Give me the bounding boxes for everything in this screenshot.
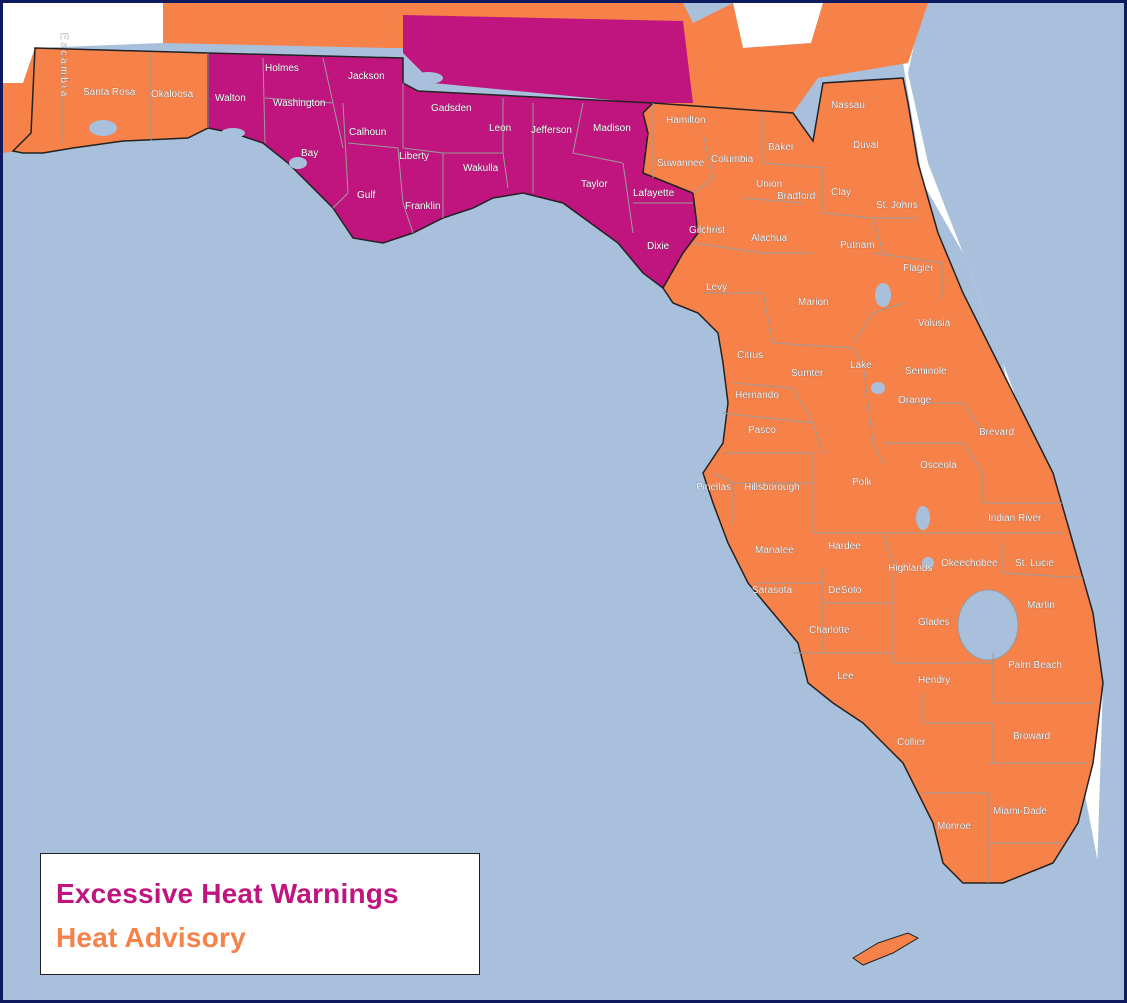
bay-water-pensacola [89,120,117,136]
county-label-hernando: Hernando [735,390,779,401]
county-label-okaloosa: Okaloosa [151,89,194,100]
county-label-highlands: Highlands [888,563,932,574]
county-label-palm-beach: Palm Beach [1008,660,1062,671]
advisory-alabama-band [163,3,388,48]
county-label-columbia: Columbia [711,154,754,165]
county-label-marion: Marion [798,297,829,308]
county-label-levy: Levy [706,282,727,293]
bay-water-choctaw [221,128,245,138]
county-label-gulf: Gulf [357,190,376,201]
atlantic-ocean-water [908,3,1124,1000]
advisory-panhandle-west [11,47,209,154]
alabama-unaffected-area [3,3,163,83]
county-label-washington: Washington [273,98,325,109]
county-label-nassau: Nassau [831,100,865,111]
county-label-desoto: DeSoto [828,585,862,596]
county-label-flagler: Flagler [903,263,934,274]
county-borders [62,51,1093,883]
georgia-white-patch [733,3,823,48]
county-label-collier: Collier [897,737,926,748]
map-legend: Excessive Heat Warnings Heat Advisory [40,853,480,975]
lake-okeechobee [957,589,1019,661]
county-label-walton: Walton [215,93,246,104]
county-label-st-johns: St. Johns [876,200,918,211]
county-label-holmes: Holmes [265,63,299,74]
county-label-jackson: Jackson [348,71,385,82]
county-label-indian-river: Indian River [988,513,1042,524]
legend-heat-advisory: Heat Advisory [56,922,246,953]
advisory-peninsula [642,77,1104,884]
county-label-liberty: Liberty [399,151,429,162]
county-label-st-lucie: St. Lucie [1015,558,1054,569]
county-label-pasco: Pasco [748,425,776,436]
county-label-sumter: Sumter [791,368,824,379]
county-label-broward: Broward [1013,731,1050,742]
county-label-taylor: Taylor [581,179,608,190]
county-label-hamilton: Hamilton [666,115,705,126]
county-label-putnam: Putnam [840,240,874,251]
county-label-volusia: Volusia [918,318,951,329]
county-label-bay: Bay [301,148,318,159]
county-label-monroe: Monroe [937,821,971,832]
county-label-duval: Duval [853,140,879,151]
county-label-suwannee: Suwannee [657,158,705,169]
county-label-madison: Madison [593,123,631,134]
county-label-baker: Baker [768,142,795,153]
county-label-alachua: Alachua [751,233,788,244]
legend-excessive-heat-warnings: Excessive Heat Warnings [56,878,399,909]
county-label-miami-dade: Miami-Dade [993,806,1047,817]
florida-map: E s c a m b i a Santa Rosa Okaloosa Walt… [3,3,1124,1000]
county-label-osceola: Osceola [920,460,957,471]
county-label-manatee: Manatee [755,545,794,556]
county-label-hillsborough: Hillsborough [744,482,800,493]
county-labels: E s c a m b i a Santa Rosa Okaloosa Walt… [58,33,1062,832]
county-label-gilchrist: Gilchrist [689,225,725,236]
county-label-brevard: Brevard [979,427,1014,438]
county-label-clay: Clay [831,187,851,198]
county-label-pinellas: Pinellas [696,482,731,493]
warning-georgia-band [403,15,693,103]
lake-kissimmee [916,506,930,530]
county-label-escambia: E s c a m b i a [58,33,69,97]
county-label-lake: Lake [850,360,872,371]
county-label-lafayette: Lafayette [633,188,675,199]
county-label-sarasota: Sarasota [752,585,792,596]
county-label-franklin: Franklin [405,201,441,212]
county-label-calhoun: Calhoun [349,127,386,138]
county-label-dixie: Dixie [647,241,670,252]
county-label-union: Union [756,179,782,190]
lake-apopka [871,382,885,394]
county-label-orange: Orange [898,395,932,406]
county-label-santa-rosa: Santa Rosa [83,87,136,98]
county-label-hendry: Hendry [918,675,950,686]
county-label-polk: Polk [852,477,872,488]
county-label-seminole: Seminole [905,366,947,377]
county-label-okeechobee: Okeechobee [941,558,998,569]
lake-seminole [413,72,443,84]
county-label-lee: Lee [837,671,854,682]
county-label-wakulla: Wakulla [463,163,499,174]
county-label-martin: Martin [1027,600,1055,611]
county-label-citrus: Citrus [737,350,763,361]
county-label-leon: Leon [489,123,511,134]
county-label-hardee: Hardee [828,541,861,552]
county-label-bradford: Bradford [777,191,815,202]
lake-george [875,283,891,307]
county-label-charlotte: Charlotte [809,625,850,636]
bay-water-st-andrew [289,157,307,169]
county-label-jefferson: Jefferson [531,125,572,136]
county-label-gadsden: Gadsden [431,103,472,114]
county-label-glades: Glades [918,617,950,628]
lake-istokpoga [922,557,934,569]
advisory-florida-keys [852,932,920,966]
